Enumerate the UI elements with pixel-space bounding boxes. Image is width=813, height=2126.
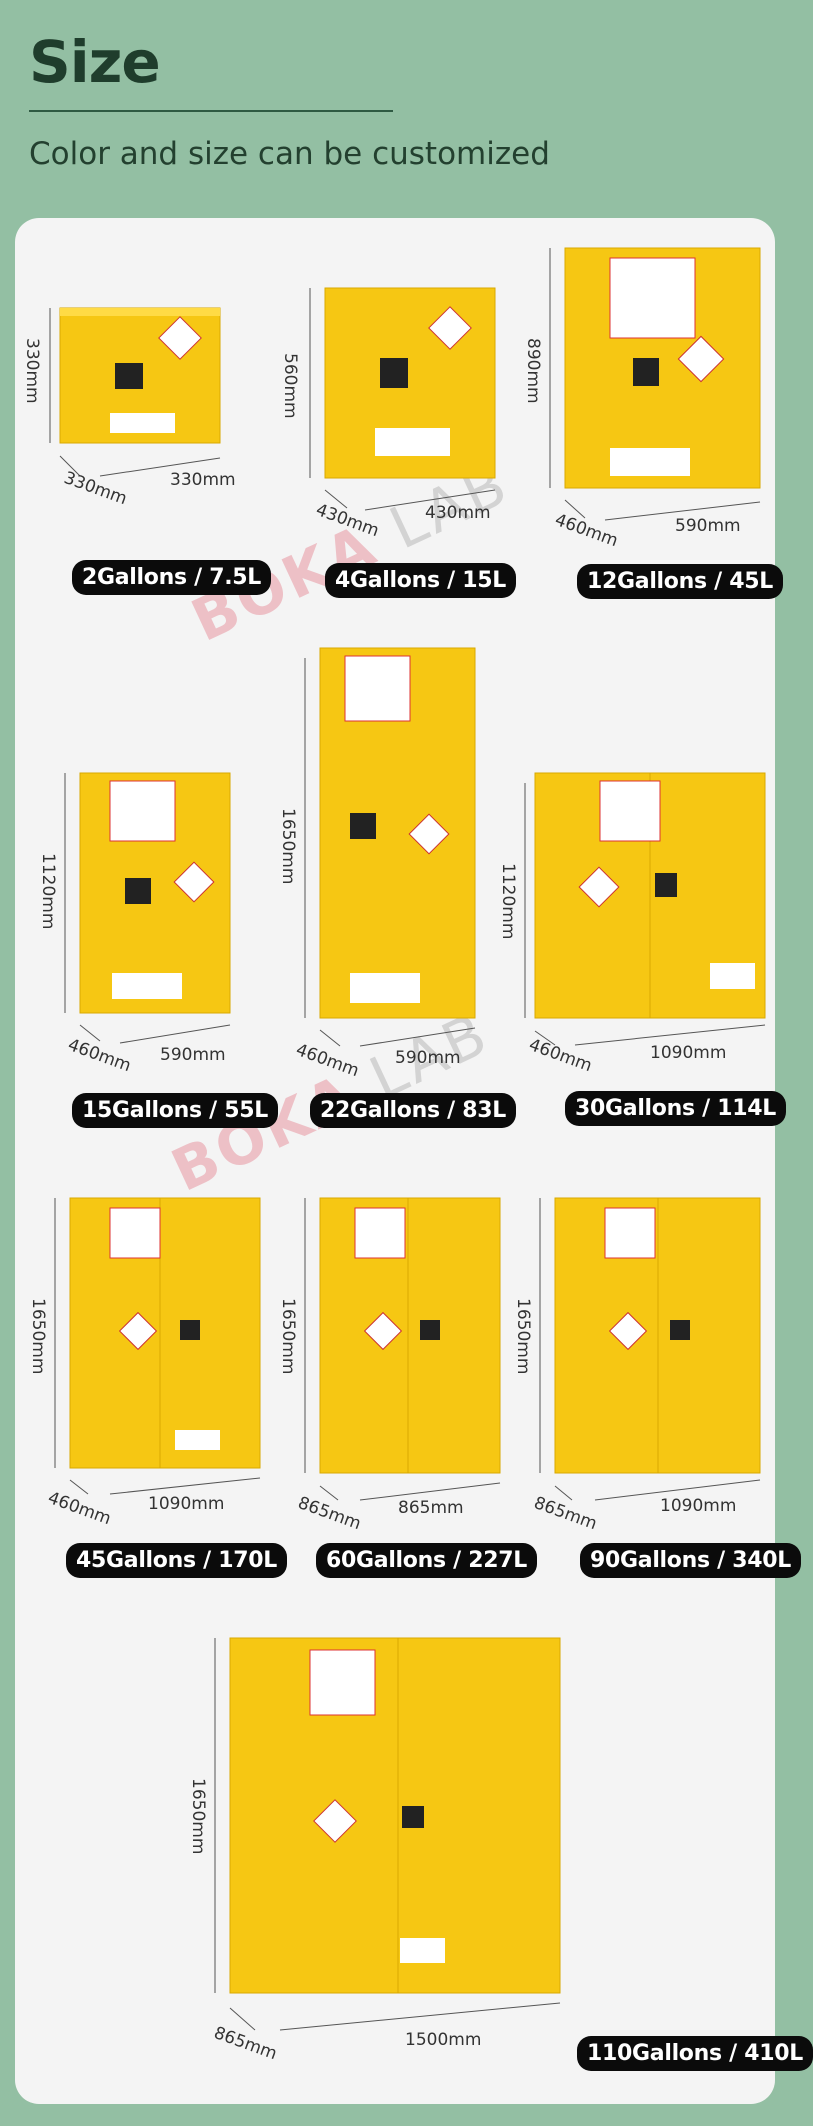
capacity-badge: 110Gallons / 410L	[577, 2036, 813, 2071]
width-label: 1090mm	[660, 1496, 737, 1516]
width-label: 430mm	[425, 503, 491, 523]
width-label: 1090mm	[650, 1043, 727, 1063]
page-title: Size	[29, 28, 161, 96]
product-card[interactable]: 560mm 430mm 430mm 4Gallons / 15L	[280, 278, 516, 618]
capacity-badge: 60Gallons / 227L	[316, 1543, 537, 1578]
product-card[interactable]: 1650mm 865mm 865mm 60Gallons / 227L	[278, 1197, 537, 1598]
height-label: 1120mm	[498, 863, 518, 940]
product-card[interactable]: 1650mm 460mm 590mm 22Gallons / 83L	[278, 647, 530, 1163]
product-card[interactable]: 1650mm 865mm 1500mm 110Gallons / 410L	[180, 1637, 813, 2088]
capacity-badge: 4Gallons / 15L	[325, 563, 516, 598]
cabinet-image	[54, 1197, 261, 1495]
height-label: 560mm	[280, 353, 300, 419]
capacity-badge: 45Gallons / 170L	[66, 1543, 287, 1578]
width-label: 1090mm	[148, 1494, 225, 1514]
width-label: 865mm	[398, 1498, 464, 1518]
cabinet-image	[539, 1197, 761, 1501]
page: { "header": { "title": "Size", "subtitle…	[15, 28, 813, 2104]
height-label: 330mm	[22, 338, 42, 404]
width-label: 1500mm	[405, 2030, 482, 2050]
capacity-badge: 90Gallons / 340L	[580, 1543, 801, 1578]
capacity-badge: 12Gallons / 45L	[577, 564, 783, 599]
height-label: 890mm	[523, 338, 543, 404]
capacity-badge: 30Gallons / 114L	[565, 1091, 786, 1126]
cabinet-image	[64, 772, 231, 1044]
height-label: 1650mm	[188, 1778, 208, 1855]
product-panel: BOKA LAB BOKA LAB 330mm 330mm 330mm 2Gal…	[15, 218, 813, 2104]
width-label: 590mm	[675, 516, 741, 536]
product-card[interactable]: 330mm 330mm 330mm 2Gallons / 7.5L	[22, 298, 272, 618]
height-label: 1120mm	[38, 853, 58, 930]
cabinet-image	[214, 1637, 561, 2031]
product-card[interactable]: 1120mm 460mm 1090mm 30Gallons / 114L	[498, 772, 786, 1163]
cabinet-image	[49, 307, 221, 477]
height-label: 1650mm	[28, 1298, 48, 1375]
cabinet-image	[304, 647, 476, 1047]
capacity-badge: 2Gallons / 7.5L	[72, 560, 272, 595]
cabinet-image	[304, 1197, 501, 1501]
cabinet-image	[524, 772, 766, 1046]
cabinet-image	[549, 247, 761, 521]
title-divider	[29, 110, 393, 112]
width-label: 590mm	[160, 1045, 226, 1065]
height-label: 1650mm	[513, 1298, 533, 1375]
capacity-badge: 15Gallons / 55L	[72, 1093, 278, 1128]
capacity-badge: 22Gallons / 83L	[310, 1093, 516, 1128]
cabinet-image	[309, 287, 496, 511]
width-label: 330mm	[170, 470, 236, 490]
height-label: 1650mm	[278, 808, 298, 885]
product-card[interactable]: 1650mm 460mm 1090mm 45Gallons / 170L	[28, 1197, 287, 1598]
page-subtitle: Color and size can be customized	[29, 136, 550, 172]
width-label: 590mm	[395, 1048, 461, 1068]
product-card[interactable]: 890mm 460mm 590mm 12Gallons / 45L	[523, 247, 783, 618]
product-card[interactable]: 1120mm 460mm 590mm 15Gallons / 55L	[30, 772, 278, 1163]
product-card[interactable]: 1650mm 865mm 1090mm 90Gallons / 340L	[513, 1197, 801, 1598]
height-label: 1650mm	[278, 1298, 298, 1375]
